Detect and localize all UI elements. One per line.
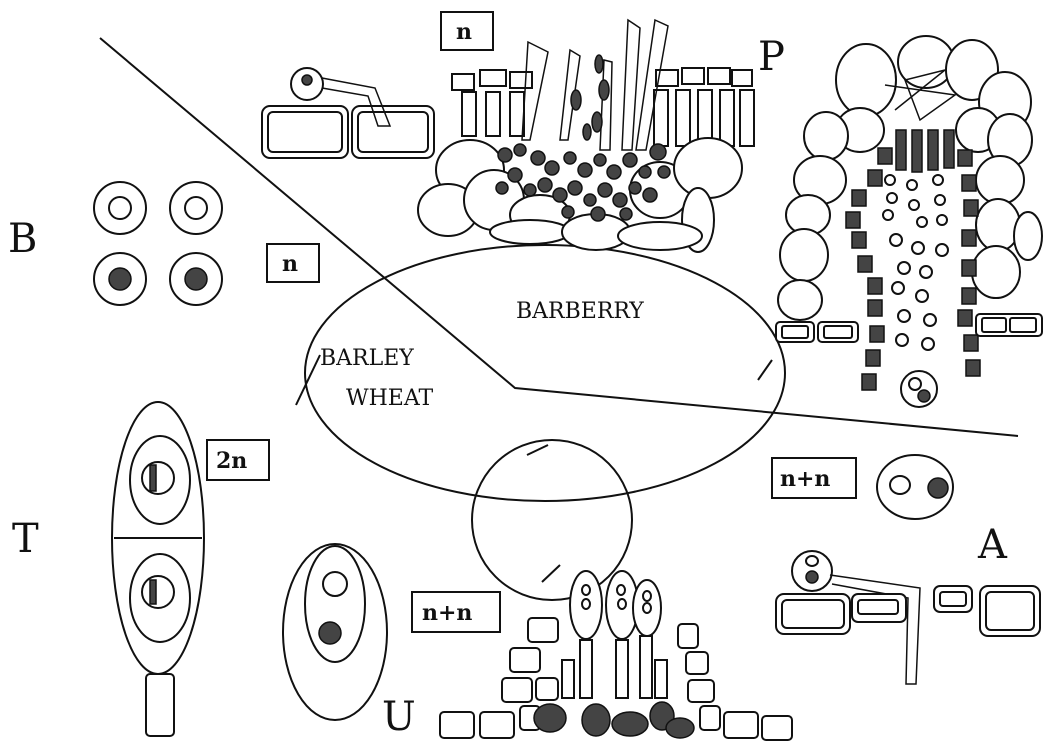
ploidy-box-top: n [441,12,493,50]
cereal-cycle-circle [472,440,632,600]
stage-label-b: B [8,216,37,262]
host-label-wheat: WHEAT [346,386,434,411]
svg-text:n: n [456,19,472,45]
urediniospore [283,544,387,720]
pycnium [418,20,754,252]
aeciospore [877,455,953,519]
svg-text:n+n: n+n [780,466,830,492]
stage-label-p: P [758,34,785,80]
basidiospores [94,182,222,305]
ploidy-box-teliospore: 2n [207,440,269,480]
ploidy-box-left: n [267,244,319,282]
cycle-arrow-bottom [542,565,560,582]
aecium [776,36,1042,407]
teliospore [112,402,204,736]
svg-text:2n: 2n [216,448,247,474]
basidiospore-infection [262,68,434,158]
aeciospore-infection [776,551,1040,684]
svg-text:n+n: n+n [422,600,472,626]
svg-text:n: n [282,251,298,277]
cycle-arrow-top [527,445,548,455]
ploidy-box-uredo: n+n [412,592,500,632]
stage-label-t: T [12,516,39,562]
cycle-arrow-right [758,360,772,380]
host-label-barley: BARLEY [320,346,414,371]
stage-label-u: U [382,694,416,740]
cycle-arrow-left [296,355,320,405]
host-label-barberry: BARBERRY [516,299,644,324]
ploidy-box-aecio: n+n [772,458,856,498]
barberry-cycle-ellipse [305,245,785,501]
stage-label-a: A [977,522,1008,568]
